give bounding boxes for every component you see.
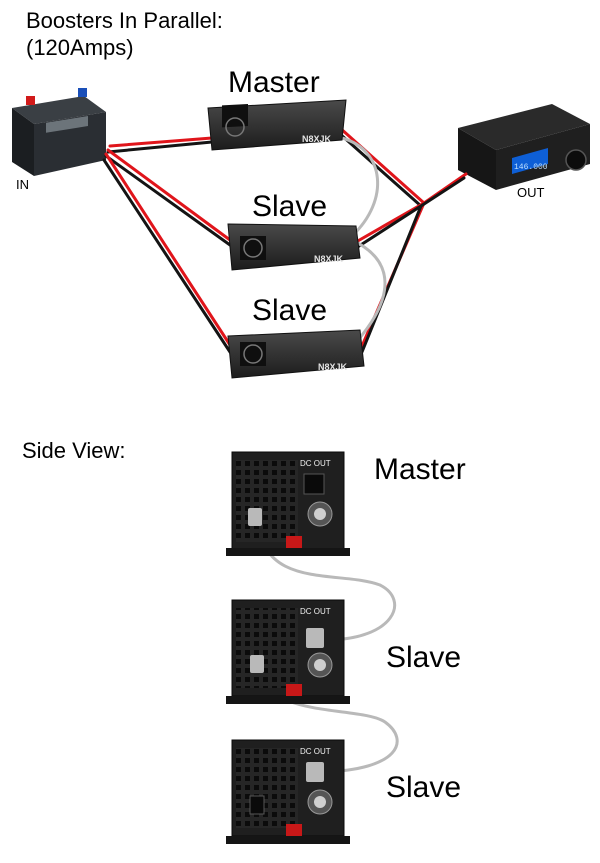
booster-brand: N8XJK — [314, 254, 344, 264]
link-plug-icon — [306, 628, 324, 648]
booster-side-slave-2: DC OUT — [226, 739, 350, 844]
anderson-connector-icon — [286, 824, 302, 836]
battery-negative-terminal — [78, 88, 87, 97]
master-label-top: Master — [228, 66, 320, 99]
side-view-label: Side View: — [22, 438, 126, 463]
booster-side-master: DC OUT — [226, 451, 350, 556]
diagram-title: Boosters In Parallel: — [26, 8, 223, 33]
diagram-subtitle: (120Amps) — [26, 35, 134, 60]
dc-out-label: DC OUT — [300, 747, 331, 756]
booster-slave-top-1: N8XJK — [227, 223, 361, 271]
input-label: IN — [16, 177, 29, 192]
dc-out-label: DC OUT — [300, 607, 331, 616]
output-label: OUT — [517, 185, 545, 200]
fan-icon — [225, 117, 245, 137]
slave-label-side-1: Slave — [386, 641, 462, 674]
booster-brand: N8XJK — [318, 362, 348, 372]
link-plug-icon — [248, 508, 262, 526]
slave-label-top-1: Slave — [252, 190, 328, 223]
top-wiring — [102, 126, 468, 354]
link-plug-icon — [250, 655, 264, 673]
slave-label-side-2: Slave — [386, 771, 462, 804]
anderson-connector-icon — [286, 536, 302, 548]
tuning-knob-icon — [565, 149, 587, 171]
booster-side-slave-1: DC OUT — [226, 599, 350, 704]
dc-out-label: DC OUT — [300, 459, 331, 468]
fan-icon — [243, 344, 263, 364]
master-label-side: Master — [374, 453, 466, 486]
booster-slave-top-2: N8XJK — [227, 329, 365, 379]
battery — [12, 88, 106, 176]
radio-transceiver: 146.000 — [458, 104, 590, 190]
booster-master-top: N8XJK — [207, 99, 347, 151]
booster-brand: N8XJK — [302, 134, 332, 144]
rj-jack-icon — [303, 473, 325, 495]
anderson-connector-icon — [286, 684, 302, 696]
top-link-cables — [341, 136, 387, 341]
battery-positive-terminal — [26, 96, 35, 105]
link-plug-icon — [306, 762, 324, 782]
fan-icon — [243, 238, 263, 258]
radio-display — [512, 148, 548, 174]
rj-jack-icon — [249, 795, 265, 815]
slave-label-top-2: Slave — [252, 294, 328, 327]
radio-display-text: 146.000 — [514, 163, 548, 172]
